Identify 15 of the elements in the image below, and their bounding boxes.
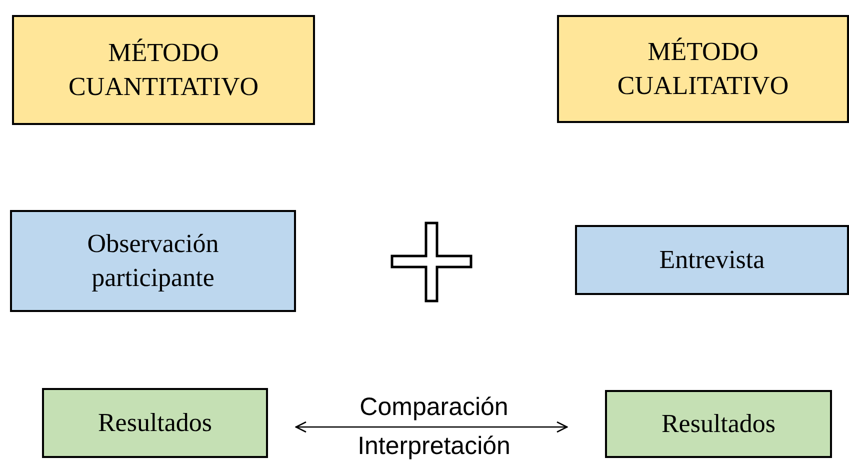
box-label: MÉTODO CUANTITATIVO [68, 37, 260, 103]
process-box [575, 225, 849, 295]
box-label: Entrevista [659, 244, 765, 276]
box-label: Resultados [661, 408, 776, 440]
process-box [10, 210, 296, 312]
box-label: MÉTODO CUALITATIVO [616, 36, 790, 102]
process-box [12, 15, 315, 125]
edge-label: Comparación [360, 395, 508, 420]
double-arrow [295, 421, 568, 433]
note-label: Interpretación [358, 434, 510, 459]
process-box [557, 15, 849, 123]
box-label: Resultados [98, 407, 212, 440]
process-box [605, 390, 832, 458]
box-label: Observación participante [86, 228, 220, 294]
process-box [42, 388, 268, 458]
